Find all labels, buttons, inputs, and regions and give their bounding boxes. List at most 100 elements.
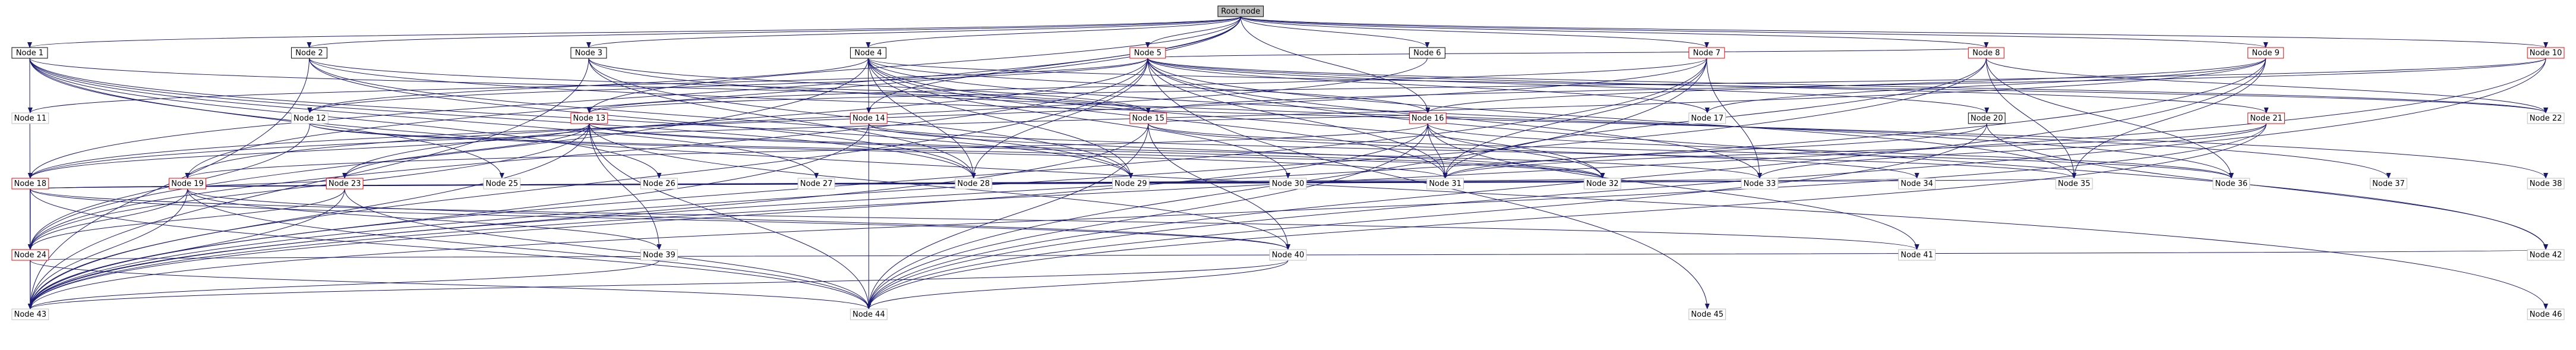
node-box <box>11 249 49 261</box>
node-box <box>291 47 327 59</box>
dependency-edge <box>866 123 2267 310</box>
file-node[interactable]: Node 40 <box>1269 249 1307 261</box>
node-label: Node 1 <box>16 49 43 58</box>
dependency-edge <box>185 123 1428 179</box>
dependency-edge <box>27 188 345 310</box>
dependency-edge <box>1240 16 2548 48</box>
file-node[interactable]: Node 4 <box>850 47 886 59</box>
node-label: Node 23 <box>329 179 361 188</box>
dependency-edge <box>868 123 1605 179</box>
file-node[interactable]: Node 2 <box>291 47 327 59</box>
node-label: Node 25 <box>486 179 519 188</box>
node-box <box>1129 112 1167 124</box>
dependency-edge <box>342 58 1148 179</box>
node-box <box>2527 47 2565 59</box>
file-node[interactable]: Node 43 <box>11 308 49 320</box>
file-node[interactable]: Node 9 <box>2247 47 2284 59</box>
dependency-edge <box>1240 16 1430 48</box>
file-node[interactable]: Node 6 <box>1409 47 1445 59</box>
dependency-edge <box>866 260 1289 310</box>
dependency-edge <box>27 58 1148 310</box>
node-box <box>1688 47 1725 59</box>
dependency-edge <box>28 123 2267 310</box>
file-node[interactable]: Node 35 <box>2055 178 2093 190</box>
dependency-edge <box>187 188 872 310</box>
dependency-edge <box>587 58 1707 113</box>
dependency-edge <box>27 123 590 250</box>
file-node[interactable]: Node 13 <box>570 112 608 124</box>
file-node[interactable]: Node 11 <box>11 112 49 124</box>
file-node[interactable]: Node 10 <box>2527 47 2565 59</box>
dependency-edge <box>27 58 589 310</box>
file-node[interactable]: Node 36 <box>2212 178 2250 190</box>
node-label: Node 17 <box>1691 114 1723 123</box>
file-node[interactable]: Node 19 <box>169 178 206 190</box>
node-box <box>1409 112 1447 124</box>
file-node[interactable]: Node 30 <box>1269 178 1307 190</box>
dependency-edge <box>1442 123 2267 179</box>
file-node[interactable]: Node 42 <box>2527 249 2565 261</box>
file-node[interactable]: Node 14 <box>850 112 888 124</box>
dependency-edge <box>307 58 1148 113</box>
file-node[interactable]: Node 17 <box>1688 112 1726 124</box>
file-node[interactable]: Node 33 <box>1741 178 1779 190</box>
file-node[interactable]: Node 34 <box>1898 178 1936 190</box>
file-node[interactable]: Node 5 <box>1129 47 1166 59</box>
dependency-edge <box>1147 58 2077 179</box>
dependency-edge <box>28 123 1149 310</box>
file-node[interactable]: Node 25 <box>483 178 521 190</box>
node-label: Node 39 <box>643 251 675 260</box>
file-node[interactable]: Node 16 <box>1409 112 1447 124</box>
file-node[interactable]: Node 20 <box>1968 112 2006 124</box>
dependency-edge <box>1147 58 2269 113</box>
node-box <box>2212 178 2250 190</box>
file-node[interactable]: Node 18 <box>11 178 49 190</box>
node-box <box>1898 178 1936 190</box>
file-node[interactable]: Node 39 <box>640 249 678 261</box>
node-box <box>291 112 329 124</box>
dependency-edge <box>586 16 1241 48</box>
dependency-edge <box>589 123 1762 179</box>
dependency-edge <box>1427 123 1448 179</box>
dependency-edge <box>1427 123 2234 179</box>
file-node[interactable]: Node 41 <box>1898 249 1936 261</box>
file-node[interactable]: Node 26 <box>640 178 678 190</box>
file-node[interactable]: Node 3 <box>570 47 607 59</box>
file-node[interactable]: Node 28 <box>955 178 993 190</box>
file-node[interactable]: Node 32 <box>1583 178 1621 190</box>
file-node[interactable]: Node 8 <box>1968 47 2004 59</box>
node-box <box>11 178 49 190</box>
node-box <box>570 47 607 59</box>
file-node[interactable]: Node 29 <box>1112 178 1150 190</box>
file-node[interactable]: Node 21 <box>2247 112 2285 124</box>
file-node[interactable]: Node 22 <box>2527 112 2565 124</box>
dependency-edge <box>28 58 1148 250</box>
dependency-edge <box>27 188 188 310</box>
file-node[interactable]: Node 23 <box>326 178 364 190</box>
file-node[interactable]: Node 37 <box>2370 178 2407 190</box>
file-node[interactable]: Node 46 <box>2527 308 2565 320</box>
file-node[interactable]: Node 27 <box>797 178 835 190</box>
file-node[interactable]: Node 31 <box>1426 178 1464 190</box>
dependency-edge <box>187 188 1290 250</box>
node-box <box>955 178 993 190</box>
dependency-edges <box>27 16 2549 310</box>
node-box <box>797 178 835 190</box>
root-node[interactable]: Root node <box>1217 5 1264 17</box>
node-label: Node 35 <box>2058 179 2091 188</box>
file-node[interactable]: Node 1 <box>11 47 48 59</box>
dependency-edge <box>185 16 1241 179</box>
file-node[interactable]: Node 24 <box>11 249 49 261</box>
node-label: Node 19 <box>171 179 204 188</box>
dependency-edge <box>29 58 819 179</box>
file-node[interactable]: Node 45 <box>1688 308 1726 320</box>
file-node[interactable]: Node 12 <box>291 112 329 124</box>
file-node[interactable]: Node 7 <box>1688 47 1725 59</box>
file-node[interactable]: Node 38 <box>2527 178 2565 190</box>
dependency-edge <box>1240 16 1988 48</box>
file-node[interactable]: Node 15 <box>1129 112 1167 124</box>
node-box <box>1898 249 1936 261</box>
dependency-edge <box>30 188 1919 250</box>
file-node[interactable]: Node 44 <box>850 308 888 320</box>
